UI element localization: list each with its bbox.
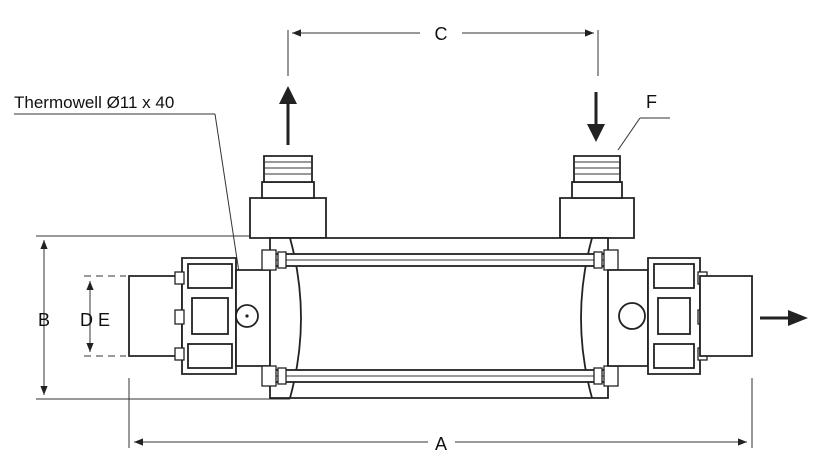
tie-rod-bottom bbox=[261, 365, 619, 387]
part-f-label: F bbox=[646, 92, 657, 112]
part-f-callout: F bbox=[617, 92, 670, 151]
main-shell bbox=[269, 237, 609, 399]
dimension-c: C bbox=[287, 24, 599, 76]
right-end-block bbox=[607, 269, 649, 367]
right-inlet-nozzle bbox=[559, 155, 635, 239]
left-union-nut bbox=[174, 257, 237, 375]
dim-c-label: C bbox=[435, 24, 448, 44]
arrow-down-icon bbox=[587, 92, 605, 142]
dim-de-label: D E bbox=[80, 310, 110, 330]
tie-rod-top bbox=[261, 249, 619, 271]
thermowell-label: Thermowell Ø11 x 40 bbox=[14, 93, 174, 112]
right-port bbox=[618, 302, 646, 330]
dim-a-label: A bbox=[435, 434, 447, 454]
left-pipe-stub bbox=[128, 275, 183, 357]
left-end-block bbox=[235, 269, 271, 367]
arrow-right-icon bbox=[760, 310, 808, 326]
arrow-up-icon bbox=[279, 86, 297, 145]
right-pipe-stub bbox=[699, 275, 753, 357]
right-union-nut bbox=[647, 257, 708, 375]
left-outlet-nozzle bbox=[249, 155, 327, 239]
dimension-a: A bbox=[128, 378, 753, 454]
dimension-de: D E bbox=[80, 275, 126, 357]
dimension-b: B bbox=[36, 235, 290, 400]
thermowell-callout: Thermowell Ø11 x 40 bbox=[14, 93, 246, 313]
dim-b-label: B bbox=[38, 310, 50, 330]
